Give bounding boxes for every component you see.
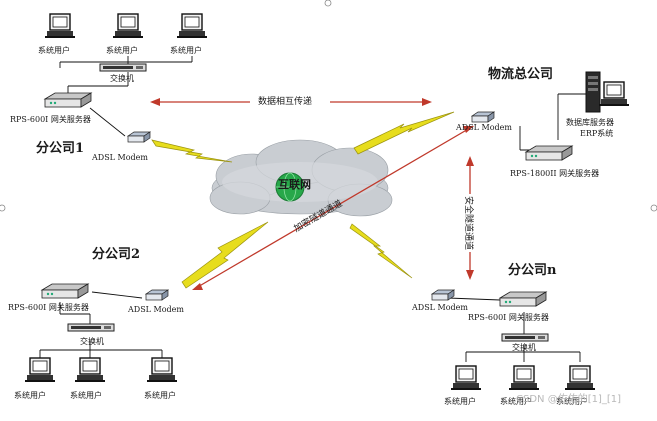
user-computer-icon <box>564 365 596 391</box>
switch-label: 交换机 <box>512 342 536 352</box>
branch1-group: 系统用户 系统用户 系统用户 交换机 RPS-600I 网关服务器 ADSL M… <box>10 13 208 162</box>
hq-group: 物流总公司 ADSL Modem 数据库服务器 ERP系统 RPS-1800II… <box>455 66 630 178</box>
gateway-label: RPS-600I 网关服务器 <box>10 114 91 124</box>
watermark-text: CSDN @佐佑的[1]_[1] <box>516 392 621 405</box>
hq-title: 物流总公司 <box>488 66 553 82</box>
branch-title: 分公司2 <box>92 246 140 262</box>
user-label: 系统用户 <box>70 390 102 400</box>
modem-label: ADSL Modem <box>127 305 184 314</box>
modem-label: ADSL Modem <box>91 153 148 162</box>
gateway-label: RPS-600I 网关服务器 <box>468 312 549 322</box>
lightning-bolt-icon <box>349 223 413 279</box>
gateway-server-icon <box>44 92 92 108</box>
adsl-modem-icon <box>471 111 495 123</box>
gateway-label: RPS-600I 网关服务器 <box>8 302 89 312</box>
user-label: 系统用户 <box>556 396 588 406</box>
globe-icon <box>275 172 305 202</box>
modem-label: ADSL Modem <box>411 303 468 312</box>
gateway-label: RPS-1800II 网关服务器 <box>510 168 599 178</box>
internet-label: 互联网 <box>278 177 311 191</box>
switch-icon <box>99 63 147 72</box>
lightning-bolt-icon <box>353 111 455 155</box>
branchn-group: 分公司n ADSL Modem RPS-600I 网关服务器 交换机 系统用户 … <box>411 262 596 406</box>
lightning-bolt-icon <box>181 221 269 289</box>
link-diagonal-arrow <box>192 126 474 290</box>
user-label: 系统用户 <box>500 396 532 406</box>
switch-icon <box>501 333 549 342</box>
gateway-server-icon <box>525 145 573 161</box>
link-top-label: 数据相互传递 <box>258 95 312 107</box>
user-label: 系统用户 <box>144 390 176 400</box>
switch-icon <box>67 323 115 332</box>
user-label: 系统用户 <box>444 396 476 406</box>
adsl-modem-icon <box>431 289 455 301</box>
erp-computer-icon <box>598 81 630 107</box>
user-computer-icon <box>176 13 208 39</box>
user-label: 系统用户 <box>106 45 138 55</box>
user-label: 系统用户 <box>14 390 46 400</box>
db-server-label: 数据库服务器 <box>566 117 614 127</box>
branch-title: 分公司1 <box>36 140 84 156</box>
database-server-icon <box>585 71 601 113</box>
user-label: 系统用户 <box>38 45 70 55</box>
adsl-modem-icon <box>145 289 169 301</box>
switch-label: 交换机 <box>110 73 134 83</box>
gateway-server-icon <box>41 283 89 299</box>
adsl-modem-icon <box>127 131 151 143</box>
gateway-server-icon <box>499 291 547 307</box>
user-computer-icon <box>74 357 106 383</box>
branch2-group: 分公司2 RPS-600I 网关服务器 ADSL Modem 交换机 系统用户 … <box>8 246 184 400</box>
resize-handle[interactable] <box>0 204 6 212</box>
user-computer-icon <box>112 13 144 39</box>
resize-handle[interactable] <box>324 0 332 7</box>
user-computer-icon <box>508 365 540 391</box>
switch-label: 交换机 <box>80 336 104 346</box>
lightning-bolt-icon <box>151 139 233 163</box>
user-computer-icon <box>146 357 178 383</box>
modem-label: ADSL Modem <box>455 123 512 132</box>
user-computer-icon <box>44 13 76 39</box>
user-label: 系统用户 <box>170 45 202 55</box>
branch-title: 分公司n <box>508 262 557 278</box>
user-computer-icon <box>24 357 56 383</box>
erp-label: ERP系统 <box>580 128 613 138</box>
resize-handle[interactable] <box>650 204 657 212</box>
user-computer-icon <box>450 365 482 391</box>
link-vertical-label: 安全隧道通道 <box>463 196 475 250</box>
